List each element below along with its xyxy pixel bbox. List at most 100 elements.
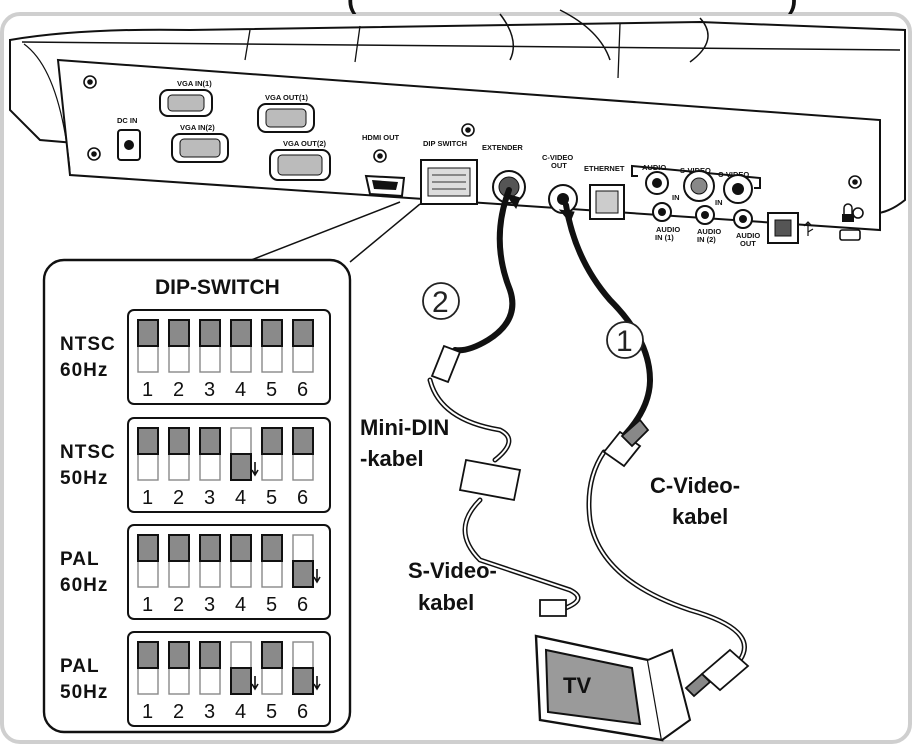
c-video-label: C-VIDEO [718,170,749,179]
step-2-callout: 2 [422,282,460,320]
vga-ports: VGA IN(1) VGA IN(2) VGA OUT(1) VGA OUT(2… [159,79,331,181]
hdmi-port: HDMI OUT [362,133,406,198]
usb-port [767,212,814,244]
dip-number: 4 [235,701,246,723]
dip-number: 1 [142,379,153,401]
dip-number: 4 [235,379,246,401]
dip-number: 3 [204,379,215,401]
dip-switch-on [261,319,283,347]
dip-number: 2 [173,594,184,616]
dip-number: 3 [204,701,215,723]
dip-number: 3 [204,594,215,616]
dip-number: 2 [173,487,184,509]
dip-switch-on [199,641,221,669]
step-1-callout: 1 [606,321,644,359]
dip-mode-line1: NTSC [60,442,116,463]
dip-switch-on [230,319,252,347]
c-video-out-label-2: OUT [551,161,567,170]
dip-switch-off [230,667,252,695]
usb-icon [803,221,814,236]
s-video-plug [539,599,567,617]
title-fragment-open: ( [347,0,357,14]
adapter-box [458,458,522,502]
dip-number: 5 [266,379,277,401]
c-video-out-port: C-VIDEO OUT [542,153,578,214]
dip-number: 6 [297,379,308,401]
dip-number: 5 [266,594,277,616]
s-video-label-1: S-Video- [408,558,497,583]
audio-in1-label-a: AUDIO [656,225,680,234]
dip-switch-on [261,534,283,562]
dip-number: 5 [266,701,277,723]
step-2-number: 2 [432,286,449,319]
dip-mode-line2: 50Hz [60,682,108,703]
in-label-right: IN [715,198,723,207]
dip-switch-on [199,427,221,455]
vga-in-1-label: VGA IN(1) [177,79,212,88]
lock-slot [839,203,861,241]
audio-out-label-b: OUT [740,239,756,248]
dip-number: 6 [297,701,308,723]
dip-number: 4 [235,594,246,616]
vga-out-2-label: VGA OUT(2) [283,139,327,148]
device-body [9,9,906,232]
av-input-group: AUDIO S-VIDEO C-VIDEO IN IN [631,163,761,207]
dip-number: 5 [266,487,277,509]
dip-switch-on [168,641,190,669]
c-video-out-label-1: C-VIDEO [542,153,573,162]
dip-number: 6 [297,487,308,509]
title-fragment-close: ) [788,0,797,14]
dip-switch-on [168,534,190,562]
dip-switch-on [292,427,314,455]
ethernet-port: ETHERNET [584,164,625,220]
lock-icon [843,203,853,214]
arrow-down-icon [251,462,259,477]
c-video-label-2: kabel [672,504,728,529]
audio-out-label-a: AUDIO [736,231,760,240]
mini-din-label-1: Mini-DIN [360,415,449,440]
in-label-left: IN [672,193,680,202]
c-video-label-1: C-Video- [650,473,740,498]
hdmi-out-label: HDMI OUT [362,133,399,142]
dip-mode-line1: PAL [60,656,100,677]
screws [83,75,864,219]
mini-din-label-2: -kabel [360,446,424,471]
audio-jacks: AUDIO IN (1) AUDIO IN (2) AUDIO OUT [652,202,760,248]
dip-number: 4 [235,487,246,509]
dip-switch-on [137,427,159,455]
dip-mode-line2: 60Hz [60,360,108,381]
callout-leaders [245,201,421,263]
dip-number: 2 [173,379,184,401]
audio-label: AUDIO [642,163,666,172]
dip-mode-line2: 60Hz [60,575,108,596]
dip-switch-label: DIP SWITCH [423,139,467,148]
dc-in-port: DC IN [117,116,141,161]
dip-switch-on [199,534,221,562]
arrow-down-icon [313,676,321,691]
vga-out-1-label: VGA OUT(1) [265,93,309,102]
dip-switch-on [230,534,252,562]
vga-in-2-label: VGA IN(2) [180,123,215,132]
arrow-down-icon [313,569,321,584]
dip-mode-line1: PAL [60,549,100,570]
dip-switch-on [261,641,283,669]
dip-switch-off [292,667,314,695]
tv-label: TV [563,673,591,698]
extender-label: EXTENDER [482,143,523,152]
dip-switch-on [261,427,283,455]
dip-switch-on [199,319,221,347]
audio-in2-label-a: AUDIO [697,227,721,236]
device-dip-switch: DIP SWITCH [420,139,478,205]
dip-panel-title: DIP-SWITCH [155,276,280,299]
c-video-plug-bottom [700,648,750,692]
dip-number: 2 [173,701,184,723]
dip-switch-on [137,319,159,347]
